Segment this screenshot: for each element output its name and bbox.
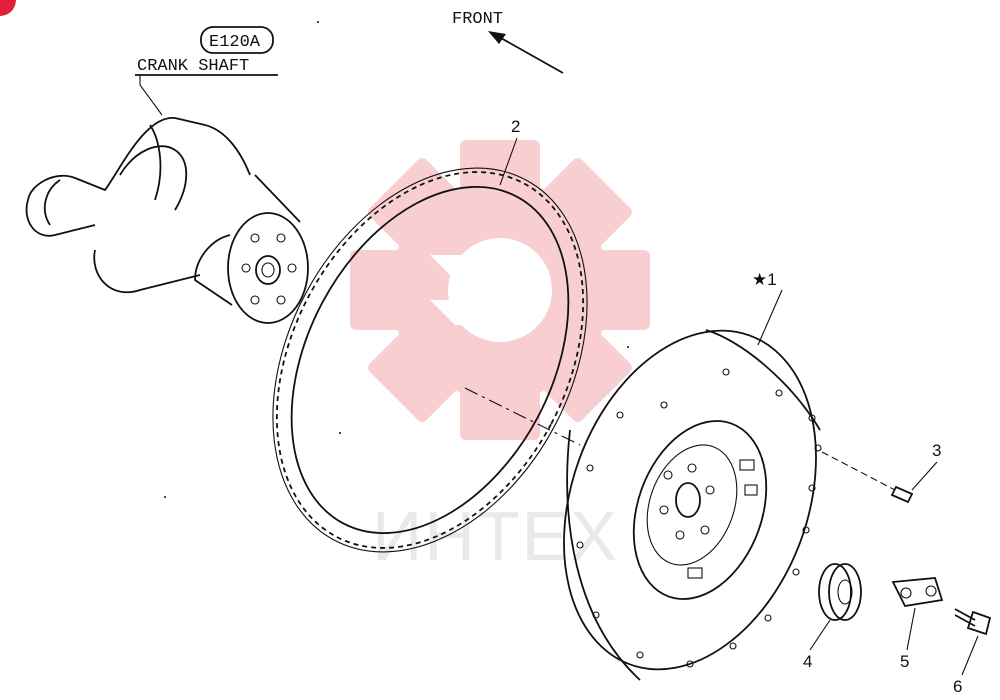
dowel-pin bbox=[821, 451, 914, 504]
crank-shaft-label: CRANK SHAFT bbox=[137, 57, 249, 76]
part-3-leader bbox=[911, 461, 938, 491]
part-4-label: 4 bbox=[803, 652, 812, 671]
flywheel bbox=[563, 329, 822, 681]
pilot-bearing bbox=[818, 563, 862, 621]
crank-shaft-leader bbox=[139, 75, 163, 116]
part-5-leader bbox=[906, 607, 916, 651]
watermark-text: ИНТЕХ bbox=[372, 497, 619, 575]
part-1-leader bbox=[757, 289, 783, 346]
part-3-label: 3 bbox=[932, 441, 941, 460]
ring-gear bbox=[272, 167, 588, 553]
part-2-leader bbox=[499, 137, 518, 186]
watermark-logo bbox=[350, 140, 650, 440]
part-4-leader bbox=[809, 619, 831, 651]
corner-badge bbox=[0, 0, 16, 16]
front-arrow bbox=[488, 31, 564, 74]
part-5-label: 5 bbox=[900, 652, 909, 671]
bolt bbox=[954, 608, 992, 636]
center-axis bbox=[464, 387, 581, 446]
part-2-label: 2 bbox=[511, 117, 520, 136]
part-6-label: 6 bbox=[953, 677, 962, 696]
lock-plate bbox=[891, 577, 944, 607]
part-6-leader bbox=[961, 635, 979, 676]
front-label: FRONT bbox=[452, 10, 503, 29]
crankshaft-drawing bbox=[25, 117, 309, 324]
svg-text:E120A: E120A bbox=[209, 33, 261, 52]
ref-code-badge: E120A bbox=[200, 26, 274, 54]
part-1-label: ★1 bbox=[752, 270, 777, 289]
